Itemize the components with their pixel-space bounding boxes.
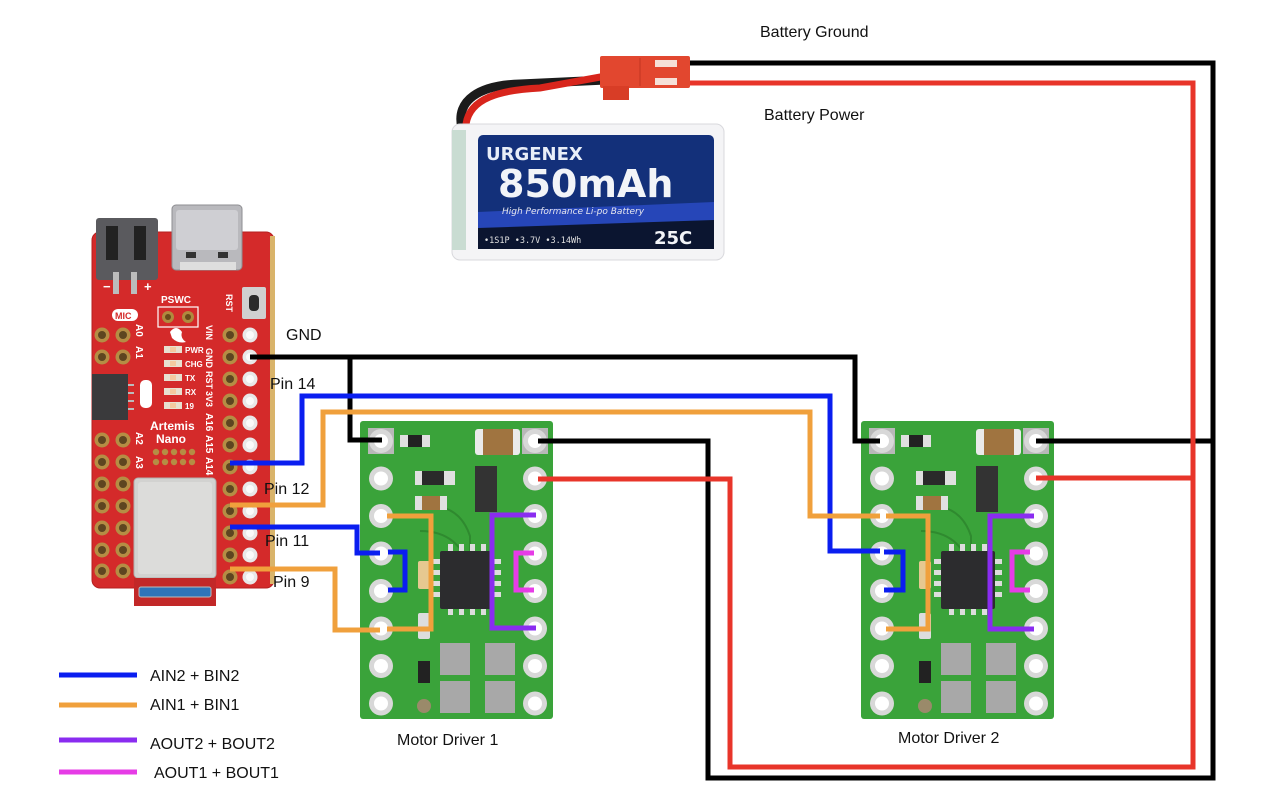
debug-pin xyxy=(170,448,178,456)
wire-gnd-driver1 xyxy=(347,357,382,443)
legend-label: AIN1 + BIN1 xyxy=(150,697,239,714)
svg-text:A3: A3 xyxy=(133,456,144,469)
artemis-nano-board: − + RST PSWC MIC A0 A1 A2 A3 xyxy=(91,204,275,606)
led-label: TX xyxy=(185,374,196,383)
debug-pin xyxy=(179,458,187,466)
wire-pin11 xyxy=(230,524,380,556)
jst-battery-port: − + xyxy=(96,218,158,294)
debug-pin xyxy=(152,458,160,466)
debug-pin xyxy=(152,448,160,456)
driver-pad xyxy=(941,643,971,675)
led-label: CHG xyxy=(185,360,203,369)
legend-item-aout1-bout1: AOUT1 + BOUT1 xyxy=(59,765,279,782)
sparkfun-logo xyxy=(170,328,186,343)
svg-text:GND: GND xyxy=(204,348,214,369)
driver-chip xyxy=(440,551,494,609)
label-battery-power: Battery Power xyxy=(764,107,865,124)
battery-capacity: 850mAh xyxy=(498,162,673,206)
driver-chip xyxy=(941,551,995,609)
battery-brand: URGENEX xyxy=(486,144,583,165)
driver-pad xyxy=(440,643,470,675)
svg-text:MIC: MIC xyxy=(115,311,132,321)
led-label: 19 xyxy=(185,402,194,411)
left-pin-columns xyxy=(94,327,131,579)
svg-text:RST: RST xyxy=(204,371,214,390)
wire-battery-power xyxy=(538,80,1196,770)
wire-gnd-artemis xyxy=(250,354,880,444)
driver-pad xyxy=(986,643,1016,675)
legend: AIN2 + BIN2 AIN1 + BIN1 AOUT2 + BOUT2 AO… xyxy=(59,668,279,782)
svg-text:A15: A15 xyxy=(203,435,214,454)
svg-text:RST: RST xyxy=(224,294,234,313)
motor-driver-1 xyxy=(360,421,553,719)
driver-pad xyxy=(440,681,470,713)
svg-text:A16: A16 xyxy=(203,413,214,432)
bracket-ain1-bin1-d2 xyxy=(886,513,931,632)
label-pin9: Pin 9 xyxy=(273,574,310,591)
debug-pin xyxy=(188,458,196,466)
driver-pad xyxy=(941,681,971,713)
legend-label: AIN2 + BIN2 xyxy=(150,668,239,685)
legend-item-ain1-bin1: AIN1 + BIN1 xyxy=(59,697,239,714)
wire-pin14 xyxy=(230,393,880,554)
debug-pin xyxy=(161,448,169,456)
debug-pin xyxy=(170,458,178,466)
bracket-ain1-bin1-d1 xyxy=(387,513,434,632)
driver-pad xyxy=(485,643,515,675)
led-label: PWR xyxy=(185,346,204,355)
debug-pin xyxy=(179,448,187,456)
svg-text:PSWC: PSWC xyxy=(161,295,191,306)
label-pin14: Pin 14 xyxy=(270,376,315,393)
wire-pin12 xyxy=(230,409,880,519)
debug-pin xyxy=(161,458,169,466)
driver-pad xyxy=(986,681,1016,713)
svg-text:A0: A0 xyxy=(133,324,144,337)
battery-subtitle: High Performance Li-po Battery xyxy=(502,207,645,217)
svg-text:Nano: Nano xyxy=(156,432,186,446)
svg-text:+: + xyxy=(144,279,152,294)
label-motor-driver-2: Motor Driver 2 xyxy=(898,730,999,747)
wire-battery-ground xyxy=(538,60,1216,781)
svg-text:3V3: 3V3 xyxy=(204,391,214,407)
legend-item-aout2-bout2: AOUT2 + BOUT2 xyxy=(59,736,275,753)
legend-label: AOUT2 + BOUT2 xyxy=(150,736,275,753)
wire-pin9 xyxy=(230,566,380,633)
svg-text:−: − xyxy=(103,279,111,294)
motor-driver-2 xyxy=(861,421,1054,719)
wires xyxy=(230,60,1216,781)
jst-connector xyxy=(600,56,690,100)
battery-lead-black xyxy=(456,75,611,133)
bracket-aout1-bout1-d1 xyxy=(513,550,534,593)
label-motor-driver-1: Motor Driver 1 xyxy=(397,732,498,749)
bracket-aout2-bout2-d2 xyxy=(987,513,1034,632)
battery-rating: 25C xyxy=(654,228,692,249)
bracket-aout2-bout2-d1 xyxy=(489,512,536,631)
debug-pin xyxy=(188,448,196,456)
battery: URGENEX 850mAh High Performance Li-po Ba… xyxy=(451,56,725,261)
battery-lead-red xyxy=(462,72,610,128)
label-battery-ground: Battery Ground xyxy=(760,24,869,41)
battery-specs: •1S1P •3.7V •3.14Wh xyxy=(484,236,581,246)
svg-text:VIN: VIN xyxy=(204,325,214,340)
status-leds: PWR CHG TX RX 19 xyxy=(164,346,204,411)
svg-text:A14: A14 xyxy=(203,457,214,476)
usb-c-port xyxy=(171,204,243,271)
svg-text:A1: A1 xyxy=(133,346,144,359)
led-label: RX xyxy=(185,388,197,397)
bracket-ain2-bin2-d1 xyxy=(388,549,408,593)
label-pin12: Pin 12 xyxy=(264,481,309,498)
right-pin-columns xyxy=(222,327,258,585)
label-pin11: Pin 11 xyxy=(265,533,309,550)
svg-text:Qwiic: Qwiic xyxy=(154,391,161,410)
qwiic-connector: Qwiic xyxy=(92,374,161,420)
legend-label: AOUT1 + BOUT1 xyxy=(154,765,279,782)
bracket-ain2-bin2-d2 xyxy=(884,549,906,593)
label-gnd: GND xyxy=(286,327,322,344)
board-name: Artemis xyxy=(150,419,195,433)
driver-pad xyxy=(485,681,515,713)
legend-item-ain2-bin2: AIN2 + BIN2 xyxy=(59,668,239,685)
bracket-aout1-bout1-d2 xyxy=(1009,549,1030,593)
svg-text:A2: A2 xyxy=(133,432,144,445)
